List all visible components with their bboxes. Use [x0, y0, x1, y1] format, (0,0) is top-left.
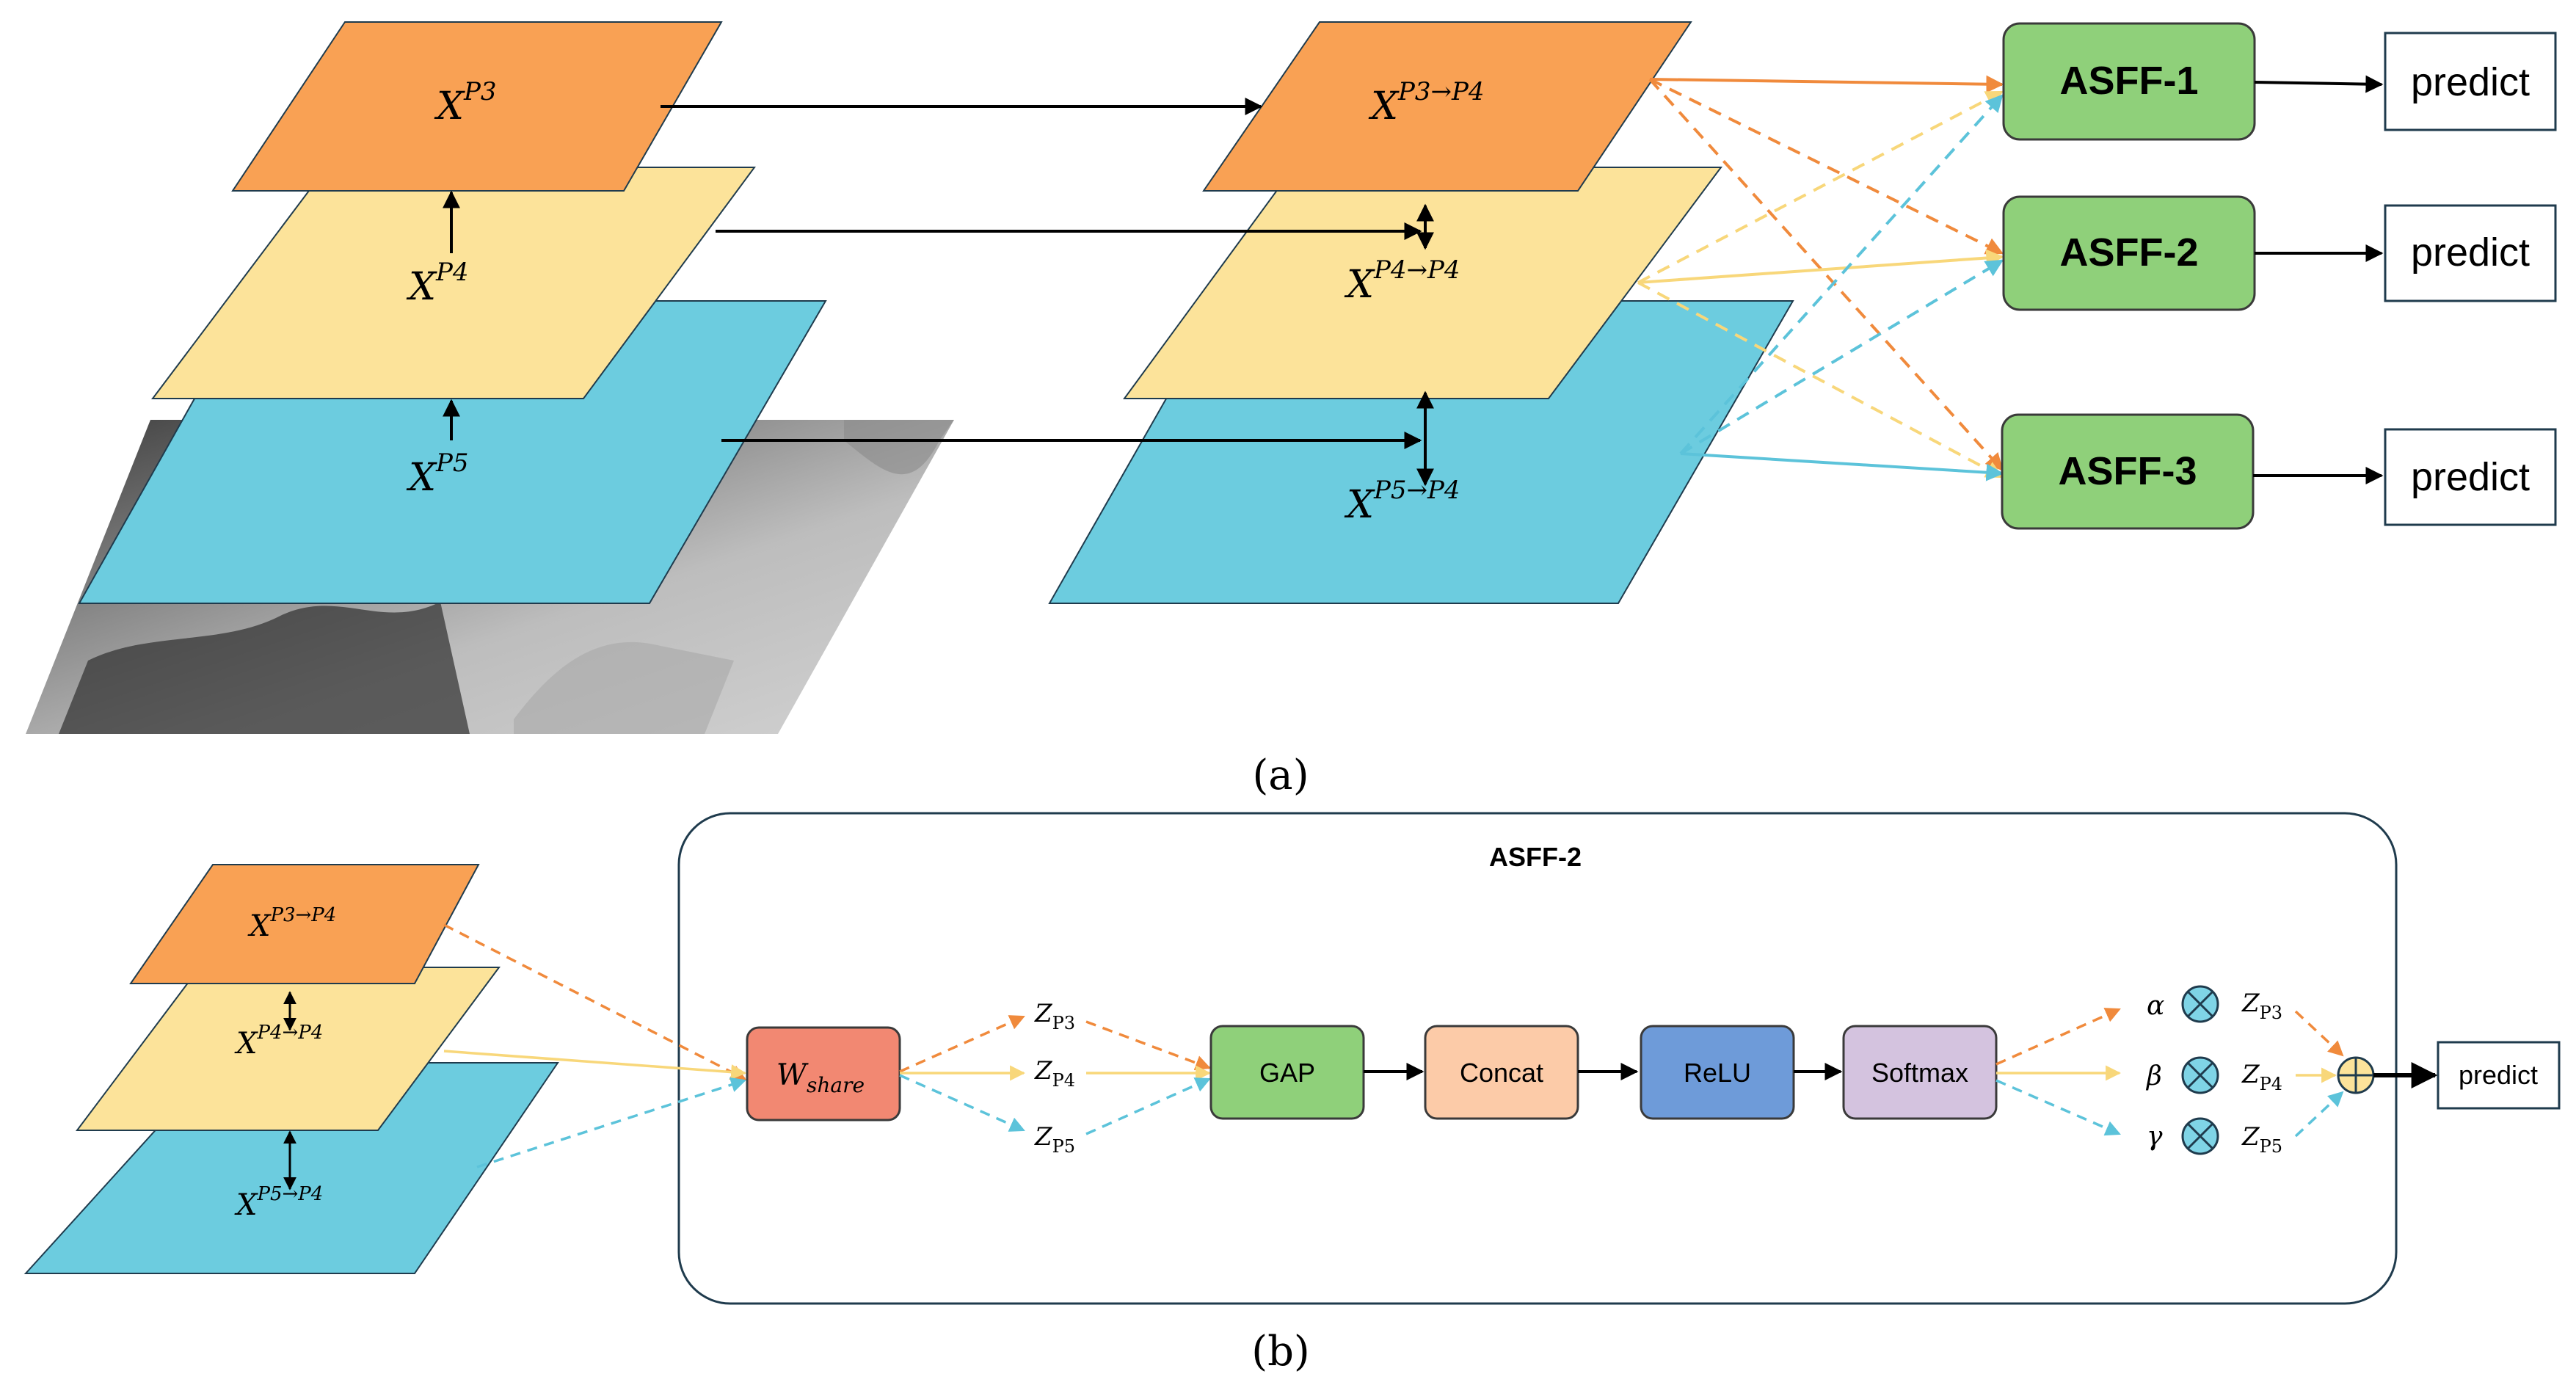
sum-icon: [2337, 1056, 2375, 1094]
panel-b: XP3→P4 XP4→P4 XP5→P4 ASFF-2 Wshare ZP3 Z…: [23, 812, 2561, 1375]
predict-label-2: predict: [2411, 230, 2530, 275]
label-xp3-p4: XP3→P4: [1368, 77, 1485, 128]
b-predict-label: predict: [2459, 1060, 2538, 1090]
layer-xp3-p4: [1202, 21, 1692, 192]
multiply-icon: [2181, 985, 2219, 1155]
asff-2-label: ASFF-2: [2060, 230, 2199, 275]
label-xp5-p4: XP5→P4: [1344, 476, 1460, 527]
w-share-label: Wshare: [776, 1058, 865, 1097]
predict-box-3: [2384, 428, 2557, 526]
z-right-p5: ZP5: [2241, 1122, 2282, 1157]
z-left-p5: ZP5: [1034, 1122, 1075, 1157]
b-layer-p3: [129, 864, 480, 984]
relu-label: ReLU: [1684, 1058, 1751, 1088]
z-left-p3: ZP3: [1034, 999, 1075, 1033]
gap-label: GAP: [1259, 1058, 1315, 1088]
predict-label-3: predict: [2411, 455, 2530, 499]
z-right-p3: ZP3: [2241, 989, 2282, 1023]
weight-alpha: α: [2147, 991, 2164, 1021]
b-predict-box: [2437, 1041, 2561, 1110]
layer-xp3: [231, 21, 723, 192]
predict-box-1: [2384, 32, 2557, 131]
asff-1-block: [2002, 22, 2256, 141]
z-left-p4: ZP4: [1034, 1056, 1075, 1091]
predict-label-1: predict: [2411, 60, 2530, 104]
asff-1-label: ASFF-1: [2060, 59, 2199, 103]
arrow-asff1-out: [2254, 75, 2384, 93]
asff-3-block: [2001, 413, 2255, 530]
concat-label: Concat: [1460, 1058, 1543, 1088]
predict-box-2: [2384, 204, 2557, 302]
fusion-lines: [1637, 75, 2004, 481]
label-xp3: XP3: [434, 77, 497, 128]
softmax-label: Softmax: [1871, 1058, 1968, 1088]
panel-a: XP3 XP4 XP5 XP3→P4 XP4→P4 XP5→P4: [26, 21, 2557, 799]
asff-2-container: [677, 812, 2398, 1305]
label-xp4-p4: XP4→P4: [1344, 255, 1460, 307]
label-xp4: XP4: [406, 258, 469, 309]
caption-b: (b): [1251, 1328, 1310, 1375]
container-title: ASFF-2: [1489, 842, 1582, 872]
weight-beta: β: [2145, 1061, 2162, 1091]
asff-3-label: ASFF-3: [2059, 449, 2197, 493]
z-right-p4: ZP4: [2241, 1060, 2282, 1094]
b-label-p3: XP3→P4: [247, 904, 336, 943]
caption-a: (a): [1252, 752, 1309, 799]
weight-gamma: γ: [2147, 1121, 2163, 1152]
label-xp5: XP5: [406, 448, 469, 500]
